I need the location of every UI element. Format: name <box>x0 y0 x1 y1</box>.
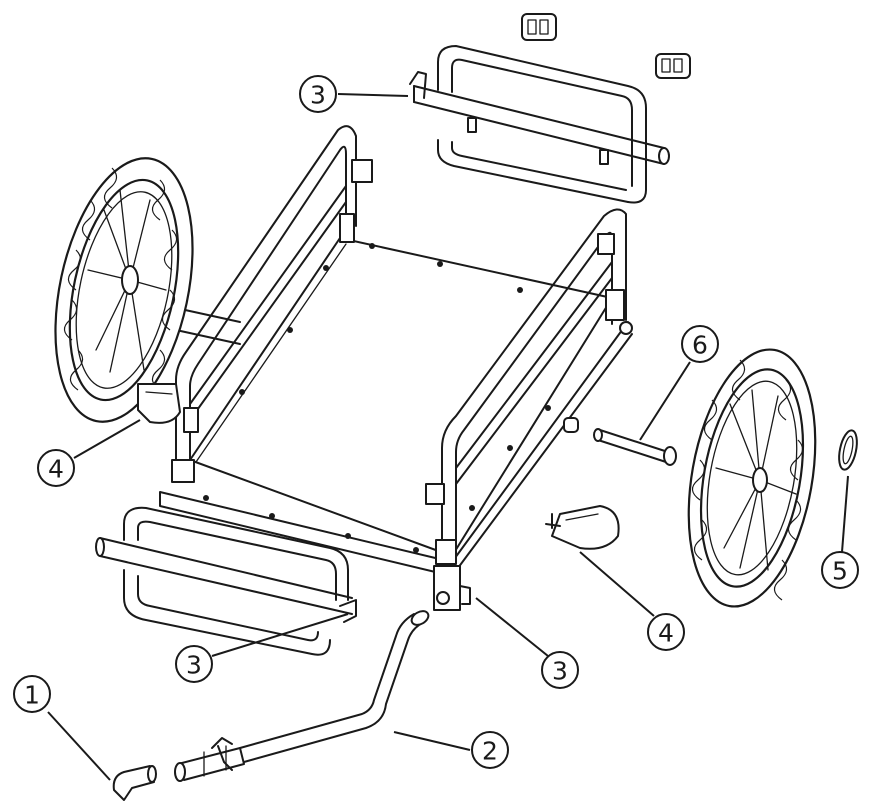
callout-4-right-circle <box>647 613 685 651</box>
callout-3-front-panel: 3 <box>175 645 213 683</box>
axle-bolt <box>593 428 677 466</box>
callout-6-label: 6 <box>692 331 708 360</box>
leader-lines <box>47 93 849 781</box>
left-wheel-bracket <box>137 383 181 424</box>
hitch-mount-block <box>433 565 471 611</box>
callout-3-hitch-mount-circle <box>541 651 579 689</box>
callout-2: 2 <box>471 731 509 769</box>
callout-1-circle <box>13 675 51 713</box>
clip-part-top-left <box>521 13 557 41</box>
callout-4-right: 4 <box>647 613 685 651</box>
callout-1-label: 1 <box>24 681 40 710</box>
callout-5-label: 5 <box>832 557 848 586</box>
callout-6: 6 <box>681 325 719 363</box>
callout-3-rear-panel-circle <box>299 75 337 113</box>
rear-panel-frame <box>409 45 670 204</box>
hub-cap <box>838 429 858 471</box>
right-wheel-fender <box>545 505 620 550</box>
clip-part-top-right <box>655 53 691 79</box>
callout-3-front-panel-circle <box>175 645 213 683</box>
callout-6-circle <box>681 325 719 363</box>
callout-3-front-panel-label: 3 <box>186 651 202 680</box>
callout-4-left-circle <box>37 449 75 487</box>
callout-4-right-label: 4 <box>658 619 674 648</box>
floor-bolts <box>203 243 551 553</box>
left-wheel <box>54 157 194 423</box>
callout-2-circle <box>471 731 509 769</box>
right-side-rail <box>425 208 633 565</box>
left-axle-tube <box>175 307 241 345</box>
callout-5-circle <box>821 551 859 589</box>
callout-4-left: 4 <box>37 449 75 487</box>
front-panel-frame <box>95 506 357 656</box>
callout-2-label: 2 <box>482 737 498 766</box>
callout-3-rear-panel: 3 <box>299 75 337 113</box>
tow-bar <box>174 610 430 782</box>
right-wheel <box>687 348 817 608</box>
callout-3-rear-panel-label: 3 <box>310 81 326 110</box>
callout-3-hitch-mount: 3 <box>541 651 579 689</box>
left-side-rail <box>171 125 373 483</box>
hitch-coupler <box>112 765 157 801</box>
callout-1: 1 <box>13 675 51 713</box>
callout-4-left-label: 4 <box>48 455 64 484</box>
callout-3-hitch-mount-label: 3 <box>552 657 568 686</box>
callout-5: 5 <box>821 551 859 589</box>
